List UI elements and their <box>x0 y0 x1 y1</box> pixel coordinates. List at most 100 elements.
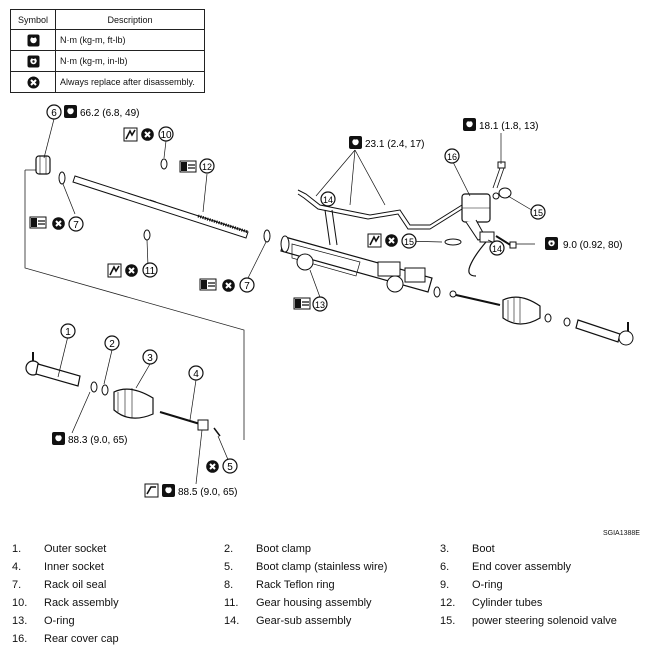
part-label: Boot <box>472 543 495 555</box>
callout-7: 7 <box>68 216 84 232</box>
end-cover-assembly <box>35 155 51 175</box>
svg-text:5: 5 <box>227 462 233 473</box>
part-label: Cylinder tubes <box>472 597 543 609</box>
legend-header-symbol: Symbol <box>10 9 56 30</box>
part-number: 11. <box>224 597 239 609</box>
part-number: 2. <box>224 543 234 555</box>
part-label: End cover assembly <box>472 561 572 573</box>
callout-2: 2 <box>104 335 120 351</box>
always-replace-icon <box>140 127 155 142</box>
callout-10: 12 <box>199 158 215 174</box>
part-label: Boot clamp (stainless wire) <box>256 561 388 573</box>
boot <box>113 388 154 419</box>
part-label: Inner socket <box>44 561 104 573</box>
torque-wrench-small-icon <box>545 237 558 250</box>
callout-15: 14 <box>489 240 505 256</box>
boot-clamp-stainless-wire <box>213 427 221 437</box>
part-number: 4. <box>12 561 22 573</box>
svg-text:13: 13 <box>315 300 325 310</box>
legend-header-row: Symbol Description <box>10 9 205 30</box>
o-ring <box>143 229 151 241</box>
svg-text:10: 10 <box>160 130 172 141</box>
svg-text:2: 2 <box>109 339 115 350</box>
callout-11: 13 <box>312 296 328 312</box>
outer-socket <box>25 352 81 387</box>
grease-icon <box>179 160 197 173</box>
callout-9: 11 <box>142 262 158 278</box>
inner-socket <box>159 411 209 431</box>
grease-icon <box>199 278 217 291</box>
legend-row: Always replace after disassembly. <box>10 71 205 93</box>
callout-8: 10 <box>158 126 174 142</box>
figure-code: SGIA1388E <box>603 530 640 537</box>
legend-row: N·m (kg-m, ft-lb) <box>10 29 205 51</box>
part-label: Rear cover cap <box>44 633 119 645</box>
steering-gear-exploded-diagram: 6 66.2 (6.8, 49) 10 12 7 11 7 13 23.1 (2… <box>24 104 634 498</box>
gear-housing-assembly <box>280 235 441 298</box>
part-number: 6. <box>440 561 450 573</box>
legend-row-text: N·m (kg-m, in-lb) <box>55 50 205 72</box>
legend-row-text: Always replace after disassembly. <box>55 71 205 93</box>
torque-value-15: 9.0 (0.92, 80) <box>563 240 622 251</box>
always-replace-icon <box>51 216 66 231</box>
boot-clamp <box>90 381 98 393</box>
part-label: Rack oil seal <box>44 579 107 591</box>
torque-value-14: 18.1 (1.8, 13) <box>479 121 538 132</box>
legend-header-description: Description <box>55 9 205 30</box>
svg-text:3: 3 <box>147 353 153 364</box>
part-number: 12. <box>440 597 456 609</box>
inner-socket <box>449 290 501 306</box>
boot-clamp <box>563 317 571 327</box>
callout-1: 1 <box>60 323 76 339</box>
part-label: Boot clamp <box>256 543 312 555</box>
cylinder-tubes <box>297 189 471 246</box>
always-replace-icon <box>384 233 399 248</box>
part-label: Rack assembly <box>44 597 119 609</box>
torque-value-1: 88.3 (9.0, 65) <box>68 435 127 446</box>
always-replace-icon <box>124 263 139 278</box>
rack-oil-seal <box>263 229 271 243</box>
torque-wrench-icon <box>349 136 362 149</box>
o-ring <box>444 238 462 246</box>
torque-value-6: 66.2 (6.8, 49) <box>80 108 139 119</box>
svg-text:14: 14 <box>492 244 502 254</box>
part-label: O-ring <box>44 615 75 627</box>
part-number: 5. <box>224 561 234 573</box>
svg-text:6: 6 <box>51 108 57 119</box>
part-number: 9. <box>440 579 450 591</box>
fluid-icon <box>367 233 382 248</box>
torque-wrench-icon <box>52 432 65 445</box>
svg-text:16: 16 <box>447 152 457 162</box>
exploded-boundary-line <box>24 170 245 440</box>
part-number: 15. <box>440 615 456 627</box>
torque-wrench-icon <box>64 105 77 118</box>
grease-icon <box>29 216 47 229</box>
grease-icon <box>293 297 311 310</box>
bolt <box>492 161 506 189</box>
torque-wrench-icon <box>463 118 476 131</box>
symbol-legend-table: Symbol Description N·m (kg-m, ft-lb) N·m… <box>10 9 205 93</box>
gear-sub-assembly <box>461 192 500 243</box>
svg-text:15: 15 <box>404 237 414 247</box>
part-label: Rack Teflon ring <box>256 579 335 591</box>
callout-16: 15 <box>530 204 546 220</box>
callout-4: 4 <box>188 365 204 381</box>
boot-clamp <box>101 384 109 396</box>
lock-tab-icon <box>144 483 159 498</box>
callout-6: 6 <box>46 104 62 120</box>
callout-7: 7 <box>239 277 255 293</box>
callout-12: 14 <box>320 191 336 207</box>
svg-text:7: 7 <box>73 220 79 231</box>
svg-text:14: 14 <box>323 195 333 205</box>
torque-wrench-icon <box>162 484 175 497</box>
rack-assembly <box>72 175 249 239</box>
torque-wrench-icon <box>27 34 39 46</box>
outer-socket <box>575 319 634 346</box>
callout-14: 16 <box>444 148 460 164</box>
callout-13: 15 <box>401 233 417 249</box>
part-number: 10. <box>12 597 28 609</box>
rack-teflon-ring <box>160 158 168 170</box>
torque-value-4: 88.5 (9.0, 65) <box>178 487 237 498</box>
rear-cover-cap <box>498 187 512 199</box>
part-label: Gear housing assembly <box>256 597 372 609</box>
